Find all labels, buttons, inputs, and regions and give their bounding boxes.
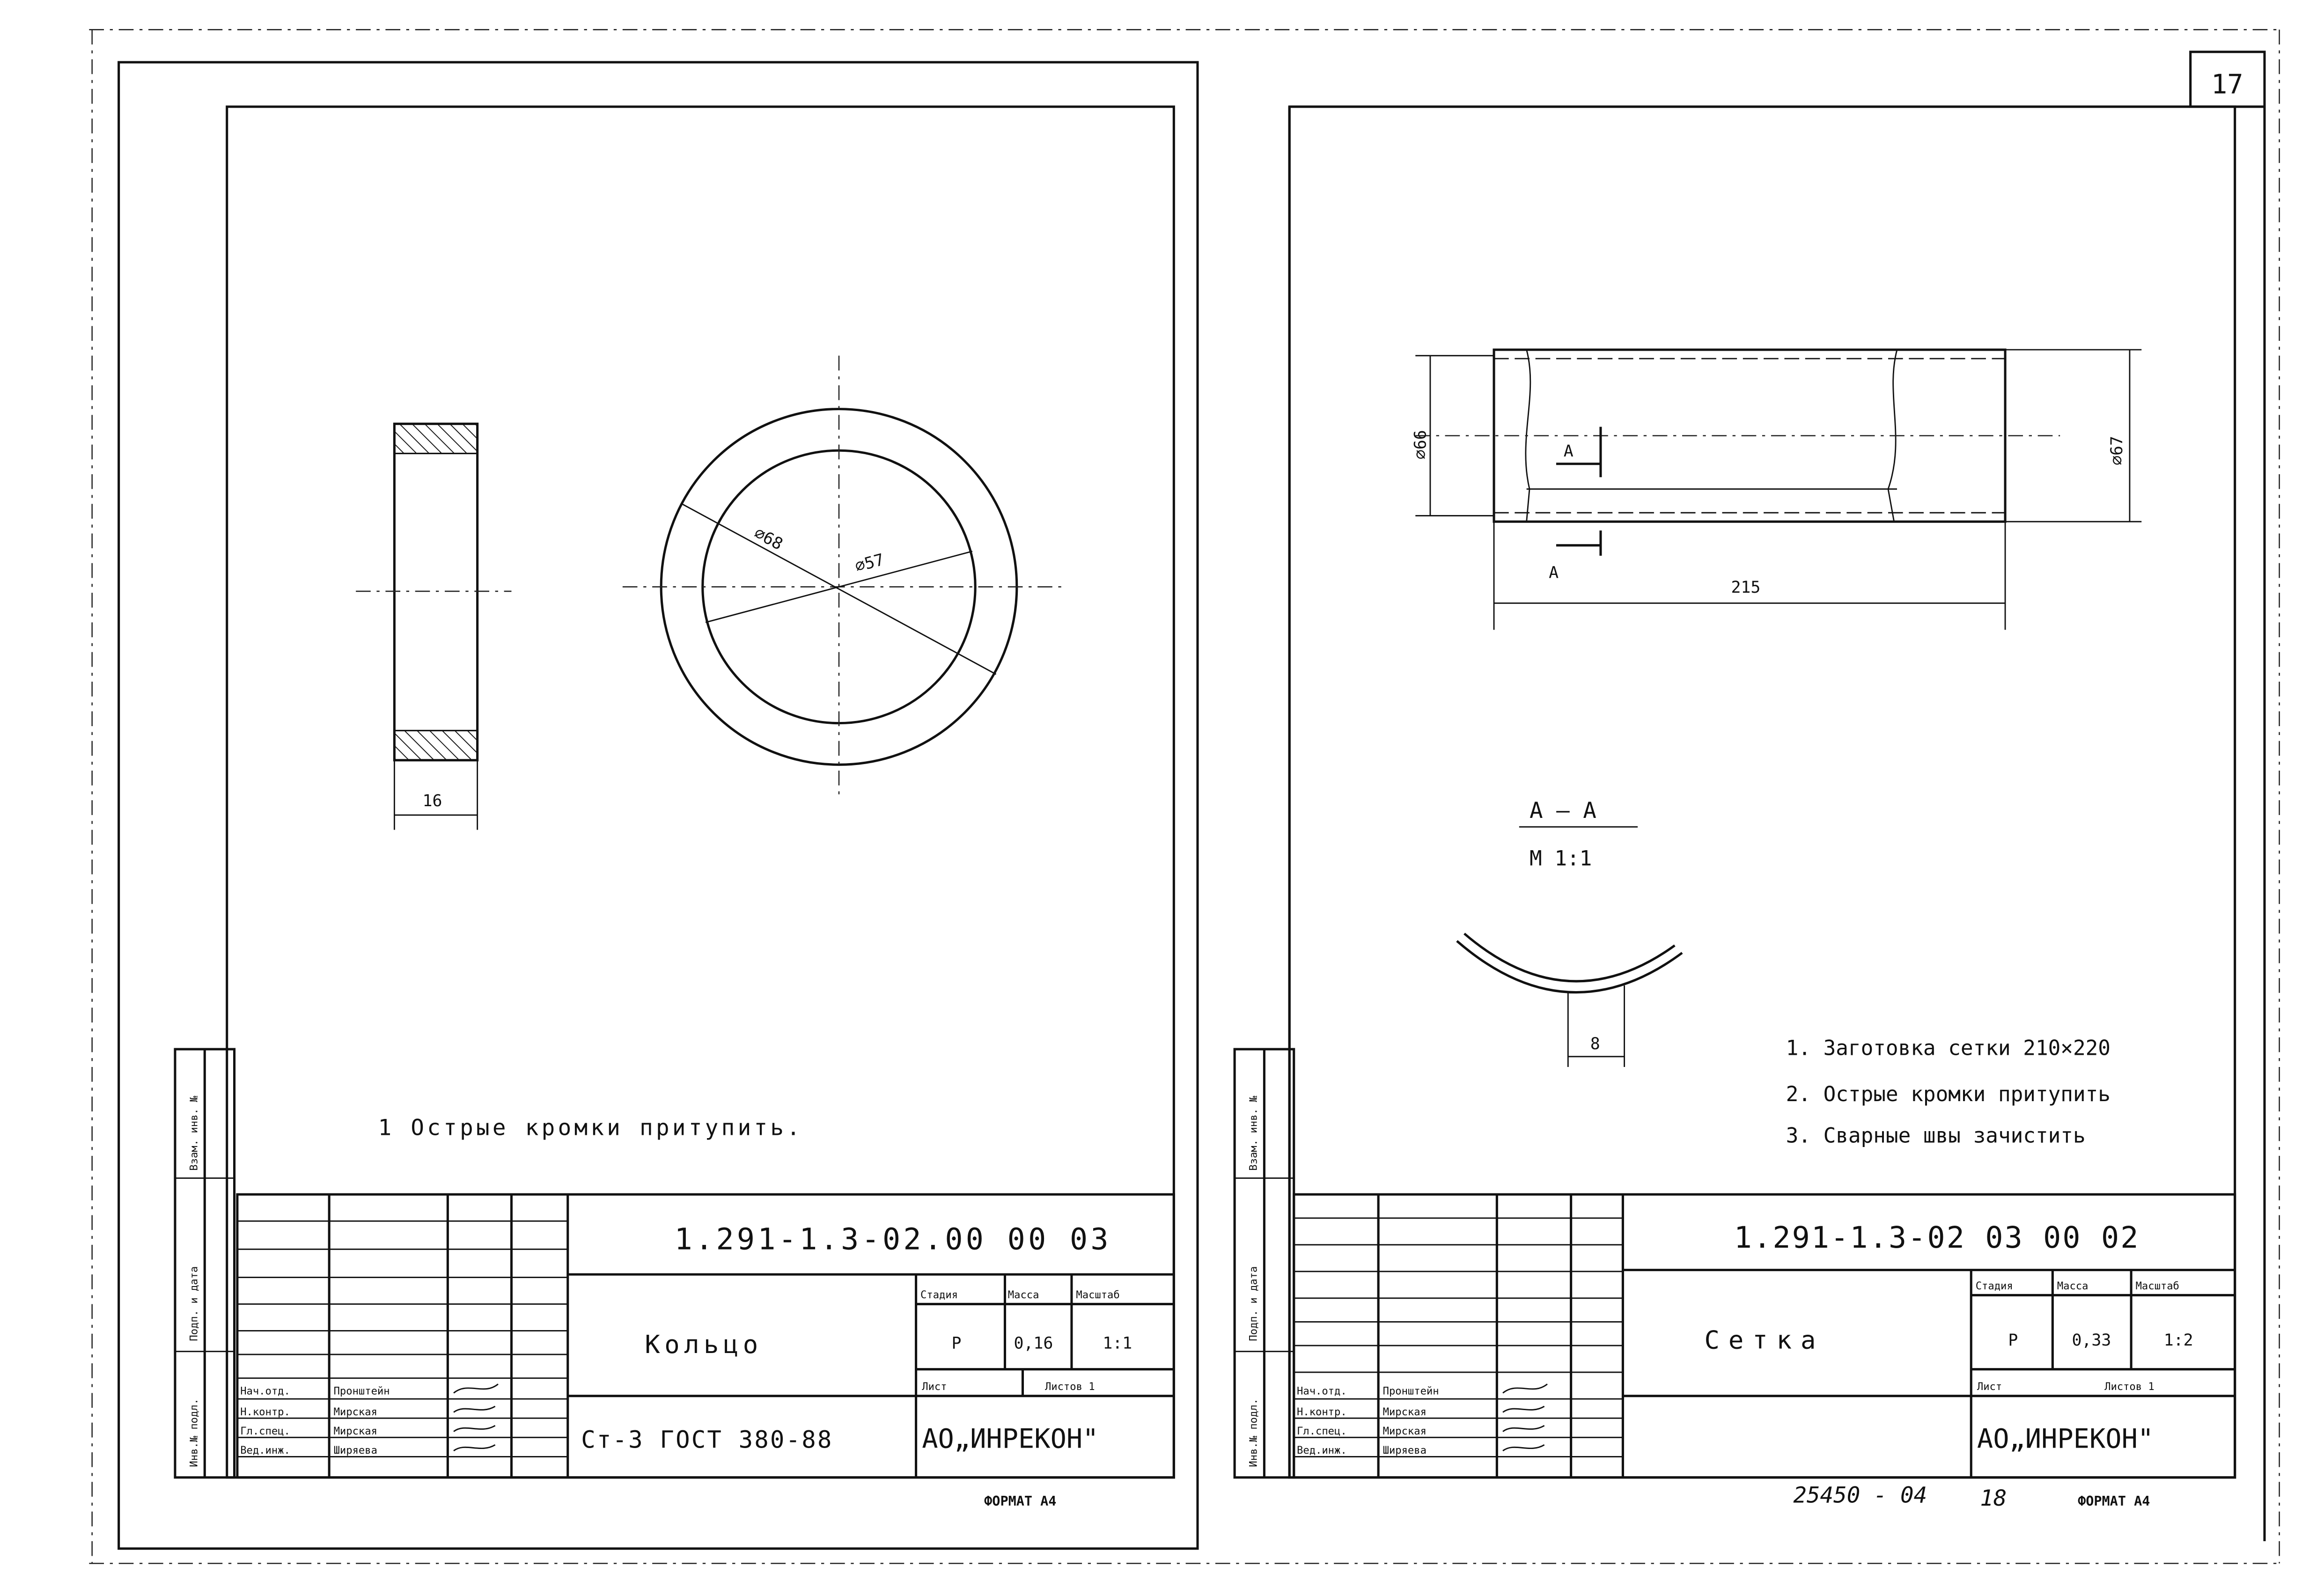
section-mark-top: А <box>1564 442 1574 461</box>
section-title: А – А <box>1530 798 1596 824</box>
value-mass: 0,16 <box>1014 1334 1053 1353</box>
sheets-label: Листов 1 <box>2104 1381 2155 1393</box>
technical-note: 1 Острые кромки притупить. <box>378 1115 803 1141</box>
staff-role: Н.контр. <box>1297 1406 1347 1418</box>
format-label: ФОРМАТ А4 <box>984 1493 1056 1509</box>
staff-role: Вед.инж. <box>240 1444 290 1456</box>
staff-name: Мирская <box>1383 1425 1427 1437</box>
value-scale: 1:1 <box>1103 1334 1132 1353</box>
staff-name: Мирская <box>1383 1406 1427 1418</box>
dim-inner-diameter: ⌀57 <box>853 551 886 576</box>
side-label: Подп. и дата <box>1248 1266 1260 1341</box>
staff-name: Пронштейн <box>334 1385 390 1397</box>
staff-name: Ширяева <box>1383 1444 1427 1456</box>
value-scale: 1:2 <box>2164 1331 2193 1350</box>
sheet-label: Лист <box>1977 1381 2002 1393</box>
company-name: АО„ИНРЕКОН" <box>1977 1423 2154 1454</box>
mesh-tube-view: ⌀66 ⌀67 215 А А <box>1411 348 2142 630</box>
sheet-label: Лист <box>922 1381 947 1393</box>
right-title-block: 1.291-1.3-02 03 00 02 Сетка Стадия Масса… <box>1293 1193 2236 1479</box>
drawing-designation: 1.291-1.3-02.00 00 03 <box>675 1221 1111 1256</box>
staff-name: Пронштейн <box>1383 1385 1439 1397</box>
dim-width: 16 <box>423 792 442 810</box>
archive-sheet: 18 <box>1980 1486 2007 1511</box>
staff-role: Гл.спец. <box>240 1425 290 1437</box>
side-label: Инв.№ подл. <box>1248 1398 1260 1467</box>
side-label: Взам. инв. № <box>1248 1096 1260 1171</box>
drawing-designation: 1.291-1.3-02 03 00 02 <box>1734 1220 2140 1255</box>
page-number-box <box>2189 51 2266 108</box>
staff-role: Н.контр. <box>240 1406 290 1418</box>
material: Ст-3 ГОСТ 380-88 <box>581 1426 833 1453</box>
header-stage: Стадия <box>1976 1280 2013 1292</box>
side-label: Подп. и дата <box>188 1266 200 1341</box>
part-name: Кольцо <box>645 1330 762 1359</box>
section-mark-bottom: А <box>1549 563 1559 582</box>
staff-name: Мирская <box>334 1406 377 1418</box>
format-label: ФОРМАТ А4 <box>2078 1493 2150 1509</box>
left-inner-frame <box>226 105 1175 1479</box>
signatures <box>453 1383 499 1451</box>
left-title-block: 1.291-1.3-02.00 00 03 Кольцо Ст-3 ГОСТ 3… <box>236 1193 1175 1479</box>
header-stage: Стадия <box>920 1289 958 1301</box>
header-scale: Масштаб <box>1076 1289 1119 1301</box>
ring-side-view: 16 <box>356 422 512 830</box>
side-label: Инв.№ подл. <box>188 1398 200 1467</box>
staff-role: Гл.спец. <box>1297 1425 1347 1437</box>
staff-role: Нач.отд. <box>1297 1385 1347 1397</box>
dim-thickness: 8 <box>1590 1035 1600 1053</box>
ring-front-view: ⌀68 ⌀57 <box>622 355 1067 801</box>
dim-outer-diameter: ⌀68 <box>751 523 786 554</box>
header-mass: Масса <box>2057 1280 2089 1292</box>
right-sheet: 17 Инв.№ подл. Подп. и дата Взам. инв. №… <box>1233 51 2266 1541</box>
note-item: 3. Сварные швы зачистить <box>1786 1124 2086 1147</box>
section-scale: М 1:1 <box>1530 847 1592 871</box>
archive-number: 25450 - 04 <box>1793 1483 1927 1508</box>
header-mass: Масса <box>1008 1289 1039 1301</box>
staff-name: Мирская <box>334 1425 377 1437</box>
company-name: АО„ИНРЕКОН" <box>922 1423 1098 1454</box>
page-number: 17 <box>2211 69 2243 100</box>
value-stage: Р <box>2008 1331 2018 1350</box>
value-stage: Р <box>952 1334 962 1353</box>
staff-role: Вед.инж. <box>1297 1444 1347 1456</box>
staff-role: Нач.отд. <box>240 1385 290 1397</box>
dim-left-diameter: ⌀66 <box>1411 430 1430 459</box>
dim-right-diameter: ⌀67 <box>2108 436 2126 465</box>
header-scale: Масштаб <box>2136 1280 2179 1292</box>
part-name: Сетка <box>1704 1325 1824 1354</box>
side-label: Взам. инв. № <box>188 1096 200 1171</box>
dim-length: 215 <box>1731 578 1760 597</box>
signatures <box>1502 1383 1548 1451</box>
scan-border <box>89 29 2282 1564</box>
staff-name: Ширяева <box>334 1444 377 1456</box>
section-a-a: А – А М 1:1 8 <box>1456 798 1683 1067</box>
left-outer-frame <box>118 61 1199 1550</box>
notes-list: 1. Заготовка сетки 210×220 2. Острые кро… <box>1786 1037 2111 1148</box>
sheets-label: Листов 1 <box>1045 1381 1095 1393</box>
note-item: 2. Острые кромки притупить <box>1786 1082 2111 1106</box>
note-item: 1. Заготовка сетки 210×220 <box>1786 1037 2111 1060</box>
value-mass: 0,33 <box>2072 1331 2111 1350</box>
left-sheet: Инв.№ подл. Подп. и дата Взам. инв. № 16… <box>118 61 1199 1550</box>
